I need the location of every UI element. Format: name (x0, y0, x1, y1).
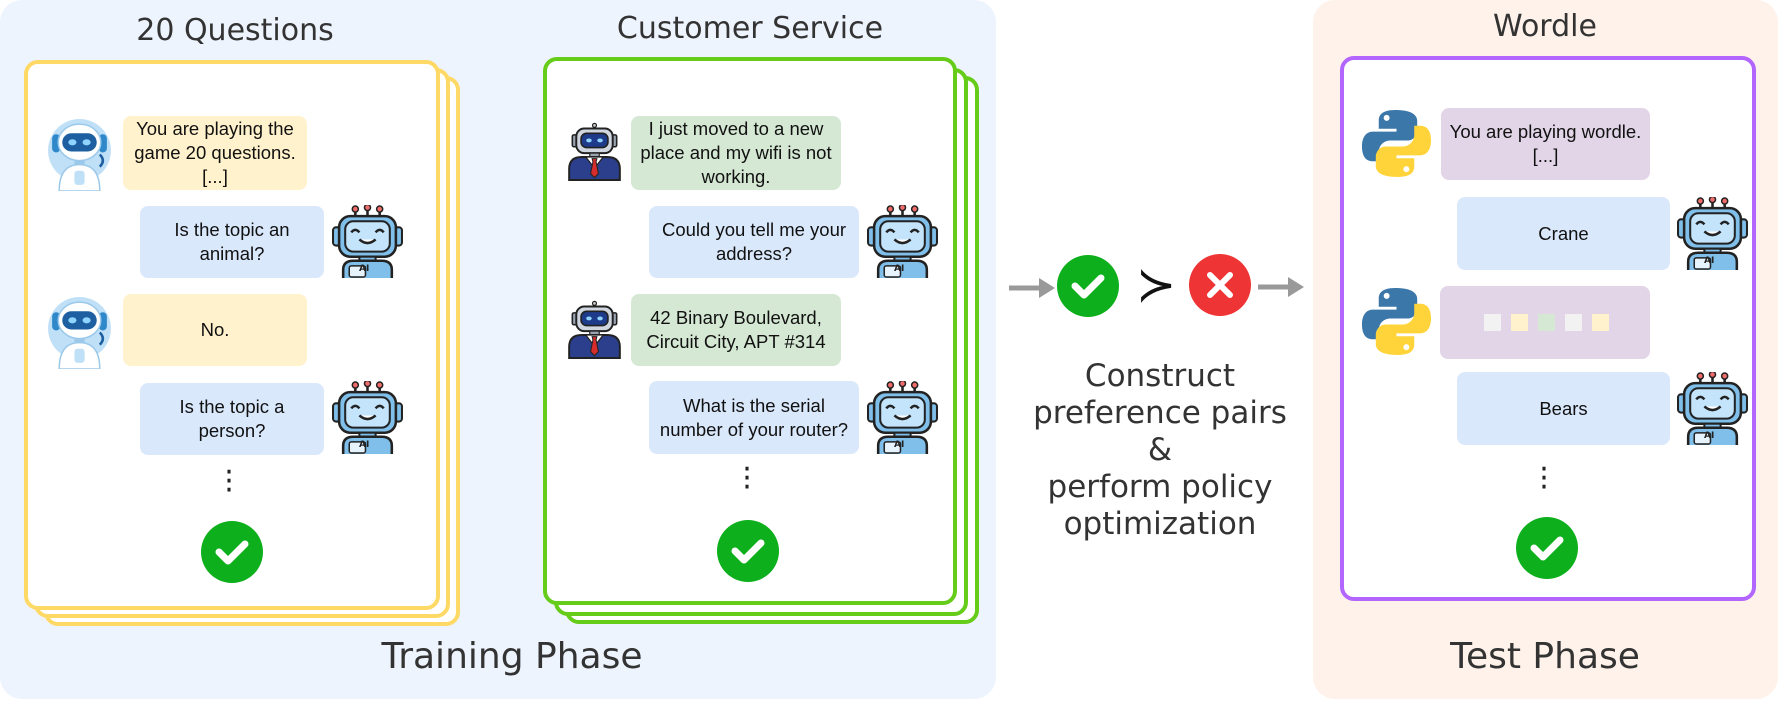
ai-badge: AI (359, 264, 370, 274)
ai-badge: AI (894, 264, 905, 274)
python-logo-icon (1361, 108, 1432, 179)
test-phase-label: Test Phase (1450, 636, 1640, 677)
wordle-title: Wordle (1493, 9, 1597, 44)
wordle-feedback-square (1565, 314, 1582, 331)
arrow-right-icon (1258, 277, 1304, 297)
wordle-success-check-icon (1516, 517, 1578, 579)
suit-robot-icon (566, 116, 623, 187)
python-logo-icon (1361, 286, 1432, 357)
cs-title: Customer Service (616, 11, 884, 46)
ai-badge: AI (894, 440, 905, 450)
cs-success-check-icon (717, 520, 779, 582)
suit-robot-icon (566, 294, 623, 365)
arrow-right-icon (1009, 278, 1055, 298)
wordle-message-4: Bears (1457, 372, 1670, 445)
wordle-feedback-square (1538, 314, 1555, 331)
user-robot-icon (43, 118, 116, 191)
method-caption: Construct preference pairs & perform pol… (1033, 358, 1287, 542)
cs-message-4: What is the serial number of your router… (649, 381, 859, 454)
cs-message-3: 42 Binary Boulevard, Circuit City, APT #… (631, 294, 841, 366)
q20-message-1: You are playing the game 20 questions. [… (123, 116, 307, 190)
ai-badge: AI (1704, 431, 1715, 441)
training-phase-label: Training Phase (381, 636, 643, 677)
q20-message-2: Is the topic an animal? (140, 206, 324, 278)
user-robot-icon (43, 296, 116, 369)
preferred-check-icon (1057, 255, 1119, 317)
wordle-message-2: Crane (1457, 197, 1670, 270)
cs-message-1: I just moved to a new place and my wifi … (631, 116, 841, 190)
q20-title: 20 Questions (136, 13, 334, 48)
wordle-feedback-square (1511, 314, 1528, 331)
preference-symbol: ≻ (1136, 257, 1177, 313)
ai-badge: AI (359, 440, 370, 450)
q20-success-check-icon (201, 521, 263, 583)
wordle-feedback-square (1484, 314, 1501, 331)
ai-badge: AI (1704, 256, 1715, 266)
q20-message-3: No. (123, 294, 307, 366)
rejected-cross-icon (1189, 254, 1251, 316)
wordle-ellipsis: ··· (1539, 452, 1549, 505)
q20-message-4: Is the topic a person? (140, 383, 324, 455)
q20-ellipsis: ··· (224, 455, 234, 508)
wordle-message-1: You are playing wordle. [...] (1441, 108, 1650, 180)
cs-ellipsis: ··· (742, 452, 752, 505)
cs-message-2: Could you tell me your address? (649, 206, 859, 278)
wordle-feedback-square (1592, 314, 1609, 331)
